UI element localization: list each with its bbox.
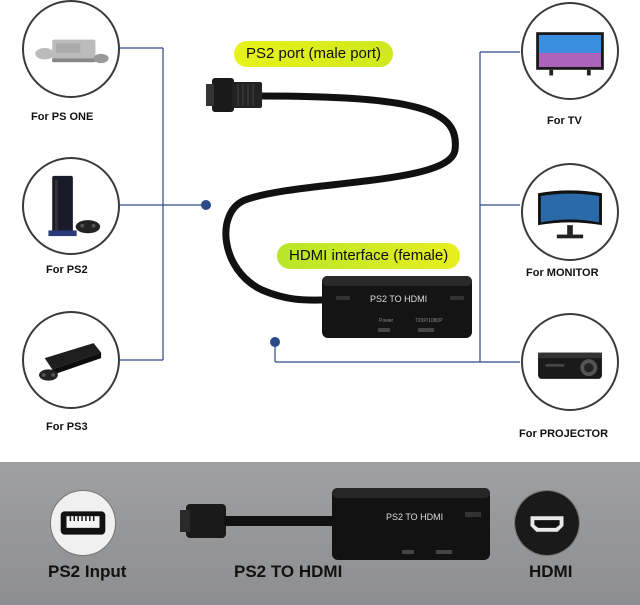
ps3-label: For PS3 bbox=[46, 421, 88, 433]
diagram-lines bbox=[120, 47, 520, 363]
tv-icon bbox=[536, 32, 604, 76]
hdmi-label: HDMI bbox=[529, 562, 573, 581]
hdmi-port-icon bbox=[515, 491, 579, 555]
adapter-box-icon bbox=[322, 276, 472, 338]
monitor-circle bbox=[521, 163, 619, 261]
monitor-icon bbox=[538, 190, 602, 239]
bottom-adapter-box-icon bbox=[332, 488, 490, 560]
monitor-label: For MONITOR bbox=[526, 267, 599, 279]
bottom-ps2-plug-icon bbox=[186, 504, 226, 538]
ps2-input-label: PS2 Input bbox=[48, 562, 127, 581]
cable bbox=[222, 92, 459, 304]
ps2-label: For PS2 bbox=[46, 264, 88, 276]
ps3-console-icon bbox=[39, 343, 102, 381]
ps-one-console-icon bbox=[35, 39, 109, 64]
adapter-body-text: PS2 TO HDMI bbox=[370, 294, 428, 304]
hdmi-interface-tag: HDMI interface (female) bbox=[277, 243, 461, 269]
bottom-adapter-text: PS2 TO HDMI bbox=[386, 512, 444, 522]
left-dot bbox=[201, 200, 211, 210]
ps-one-label: For PS ONE bbox=[31, 111, 94, 123]
adapter-res-text: 720P/1080P bbox=[415, 318, 443, 324]
ps2-plug-icon bbox=[206, 78, 262, 112]
ps2-console-icon bbox=[48, 175, 101, 237]
hdmi-output-circle bbox=[514, 490, 580, 556]
adapter-power-text: Power bbox=[379, 318, 394, 324]
bottom-adapter-graphic bbox=[180, 488, 490, 560]
projector-icon bbox=[538, 352, 602, 379]
tv-circle bbox=[521, 2, 619, 100]
ps2-input-port-icon bbox=[60, 511, 106, 535]
projector-label: For PROJECTOR bbox=[519, 428, 609, 440]
tv-label: For TV bbox=[547, 115, 582, 127]
ps2-input-circle bbox=[50, 490, 116, 556]
ps-one-circle bbox=[22, 0, 120, 98]
ps2-circle bbox=[22, 157, 120, 255]
ps2-to-hdmi-label: PS2 TO HDMI bbox=[234, 562, 343, 581]
ps3-circle bbox=[22, 311, 120, 409]
right-dot bbox=[270, 337, 280, 347]
projector-circle bbox=[521, 313, 619, 411]
ps2-port-tag: PS2 port (male port) bbox=[234, 41, 394, 67]
